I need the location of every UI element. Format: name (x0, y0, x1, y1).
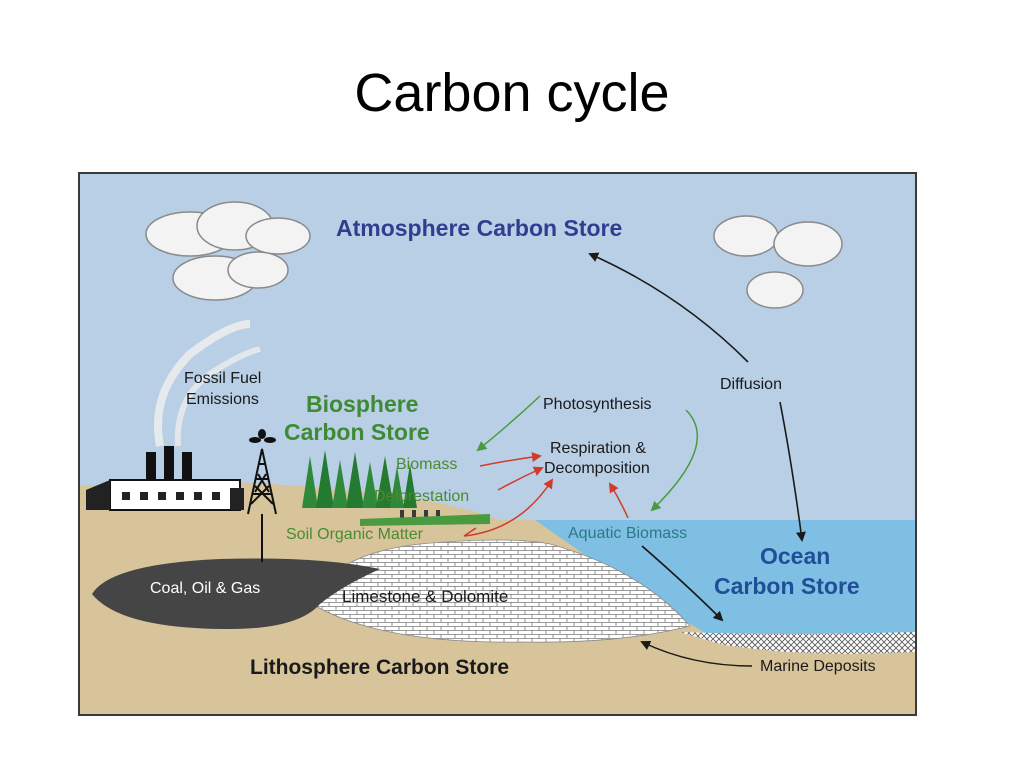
marine-deposits-label: Marine Deposits (760, 658, 876, 675)
limestone-layer (311, 539, 691, 643)
photosynthesis-to-biomass-arrow (476, 395, 541, 452)
fossil-fuel-label-line2: Emissions (186, 391, 259, 408)
cloud-icon (713, 215, 843, 309)
biosphere-store-label-line1: Biosphere (306, 391, 419, 417)
tree-icon (302, 450, 417, 508)
diagram-art (80, 174, 915, 714)
deforestation-respiration-arrow (497, 466, 544, 491)
cloud-icon (145, 201, 311, 301)
marine-to-lithosphere-arrow (640, 640, 753, 667)
ocean (535, 520, 915, 636)
respiration-label-line1: Respiration & (550, 440, 647, 457)
fossil-fuel-label-line1: Fossil Fuel (184, 370, 262, 387)
gusher-icon (249, 429, 276, 443)
aquatic-respiration-arrow (608, 482, 629, 519)
slide-title: Carbon cycle (354, 63, 670, 123)
marine-deposits-layer (680, 632, 915, 654)
grass-strip (360, 514, 490, 526)
photosynthesis-to-aquatic-arrow (650, 409, 699, 512)
soil-organic-matter-label: Soil Organic Matter (286, 526, 423, 543)
ocean-to-marine-arrow (641, 545, 724, 622)
lithosphere-store-label: Lithosphere Carbon Store (250, 656, 510, 679)
respiration-label-line2: Decomposition (544, 460, 650, 477)
diffusion-up-arrow (588, 252, 749, 363)
stump-icon (400, 510, 440, 520)
coal-oil-gas-label: Coal, Oil & Gas (150, 580, 261, 597)
atmosphere-store-label: Atmosphere Carbon Store (336, 215, 623, 241)
coal-oil-gas-deposit (92, 558, 380, 629)
oil-derrick-icon (247, 448, 277, 562)
soil-respiration-arrow (463, 478, 554, 537)
deforestation-label: Deforestation (374, 488, 470, 505)
diffusion-down-arrow (779, 401, 806, 542)
biosphere-store-label-line2: Carbon Store (284, 419, 430, 445)
ocean-store-label-line1: Ocean (760, 543, 831, 569)
aquatic-biomass-label: Aquatic Biomass (568, 525, 688, 542)
diffusion-label: Diffusion (720, 376, 782, 393)
biomass-respiration-arrow (479, 452, 542, 467)
biomass-label: Biomass (396, 456, 458, 473)
photosynthesis-label: Photosynthesis (543, 396, 652, 413)
limestone-dolomite-label: Limestone & Dolomite (342, 587, 509, 606)
ocean-store-label-line2: Carbon Store (714, 573, 860, 599)
factory-icon (86, 320, 261, 511)
carbon-cycle-diagram: Atmosphere Carbon Store Biosphere Carbon… (78, 172, 917, 716)
soil-pointer-line (463, 527, 477, 537)
